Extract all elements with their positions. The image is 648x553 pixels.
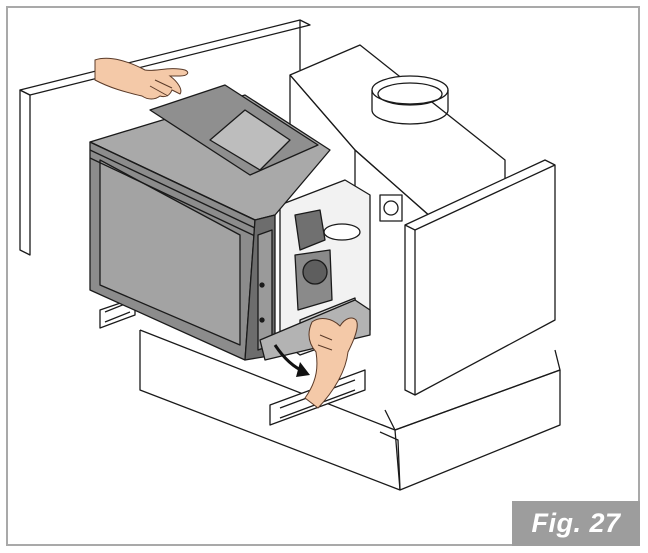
firebox-unit [89,84,331,361]
right-side-panel [379,159,556,396]
hand-icon [304,317,358,409]
back-wall [19,19,311,256]
hand-icon [94,57,189,100]
figure-label: Fig. 27 [512,501,640,546]
base-plinth [139,329,561,491]
arrow-icon [273,344,310,377]
